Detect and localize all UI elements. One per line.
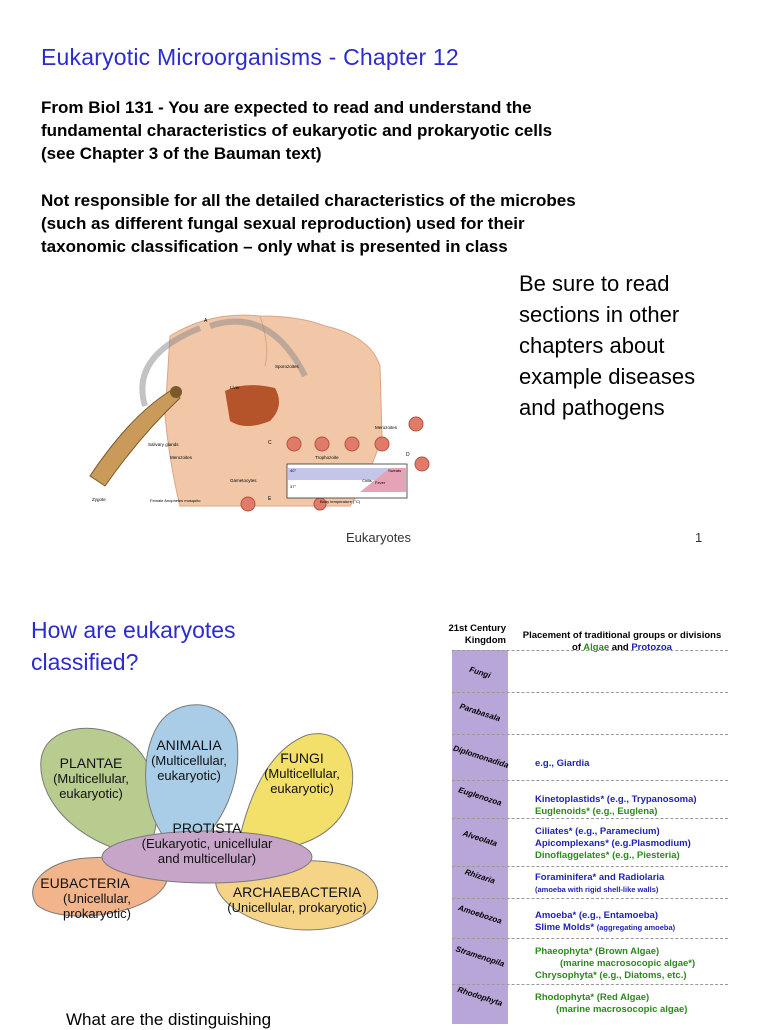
row-divider: [452, 866, 728, 867]
fungi-petal: [236, 733, 354, 852]
entry-phaeophyta: Phaeophyta* (Brown Algae): [535, 946, 660, 957]
zygote-label: Zygote: [92, 497, 106, 502]
animalia-desc2: eukaryotic): [157, 768, 221, 783]
stage-a-label: A: [204, 318, 208, 324]
slide-title: Eukaryotic Microorganisms - Chapter 12: [41, 44, 459, 70]
eubacteria-name: EUBACTERIA: [40, 875, 130, 891]
archaebacteria-desc1: (Unicellular, prokaryotic): [227, 900, 366, 915]
entry-amoeba: Amoeba* (e.g., Entamoeba): [535, 910, 658, 921]
protista-petal: [101, 830, 313, 884]
entry-rhodophyta: Rhodophyta* (Red Algae): [535, 992, 650, 1003]
kingdom-header: 21st Century Kingdom: [448, 623, 506, 646]
archaebacteria-name: ARCHAEBACTERIA: [233, 884, 362, 900]
row-divider: [452, 938, 728, 939]
kingdoms-petal-diagram: PLANTAE (Multicellular, eukaryotic) ANIM…: [32, 704, 379, 931]
trophozoite-label: Trophozoite: [315, 455, 339, 460]
entry-euglenoids: Euglenoids* (e.g., Euglena): [535, 806, 658, 817]
entry-rhodophyta-note: (marine macrosocopic algae): [556, 1004, 688, 1015]
slime-molds-text: Slime Molds*: [535, 922, 595, 933]
row-divider: [452, 818, 728, 819]
entry-rhizaria-note: (amoeba with rigid shell-like walls): [535, 884, 658, 896]
kingdom-column: [452, 650, 508, 1024]
row-divider: [452, 650, 728, 651]
fungi-desc1: (Multicellular,: [264, 766, 340, 781]
entry-giardia: e.g., Giardia: [535, 758, 590, 769]
row-divider: [452, 692, 728, 693]
entry-slime-molds: Slime Molds* (aggregating amoeba): [535, 922, 675, 934]
entry-kinetoplastids: Kinetoplastids* (e.g., Trypanosoma): [535, 794, 697, 805]
temp-40-label: 40°: [290, 468, 296, 473]
liver-label: Liver: [230, 385, 240, 390]
row-divider: [452, 984, 728, 985]
responsibility-paragraph: Not responsible for all the detailed cha…: [41, 191, 576, 256]
gametocytes-label: Gametocytes: [230, 478, 257, 483]
and-word: and: [609, 642, 632, 653]
temp-37-label: 37°: [290, 484, 296, 489]
algae-word: Algae: [583, 642, 610, 653]
placement-header: Placement of traditional groups or divis…: [517, 630, 727, 654]
plantae-desc1: (Multicellular,: [53, 771, 129, 786]
protista-name: PROTISTA: [173, 820, 243, 836]
row-divider: [452, 780, 728, 781]
merozoites-left-label: Merozoites: [170, 455, 193, 460]
slide-footer: Eukaryotes: [346, 530, 412, 545]
fever-label: Fever: [375, 480, 386, 485]
sweats-label: Sweats: [388, 468, 401, 473]
plantae-desc2: eukaryotic): [59, 786, 123, 801]
slide2-title: How are eukaryotes classified?: [31, 617, 236, 675]
chills-label: Chills: [362, 478, 372, 483]
eubacteria-desc1: (Unicellular,: [63, 891, 131, 906]
merozoites-right-label: Merozoites: [375, 425, 398, 430]
reading-note: Be sure to read sections in other chapte…: [519, 271, 696, 420]
entry-foraminifera: Foraminifera* and Radiolaria: [535, 872, 665, 883]
eubacteria-desc2: prokaryotic): [63, 906, 131, 921]
row-divider: [452, 734, 728, 735]
row-divider: [452, 898, 728, 899]
animalia-petal: [145, 704, 239, 851]
stage-c-label: C: [268, 440, 272, 446]
entry-ciliates: Ciliates* (e.g., Paramecium): [535, 826, 660, 837]
slime-molds-note: (aggregating amoeba): [596, 923, 676, 932]
distinguishing-question: What are the distinguishing: [66, 1010, 272, 1029]
animalia-desc1: (Multicellular,: [151, 753, 227, 768]
female-mosquito-label: Female Anopheles mosquito: [150, 498, 201, 503]
protista-desc1: (Eukaryotic, unicellular: [142, 836, 273, 851]
page-number: 1: [695, 530, 703, 545]
sporozoites-label: Sporozoites: [275, 364, 300, 369]
protozoa-word: Protozoa: [631, 642, 672, 653]
animalia-name: ANIMALIA: [156, 737, 222, 753]
plantae-name: PLANTAE: [60, 755, 123, 771]
entry-dinoflagellates: Dinoflaggelates* (e.g., Piesteria): [535, 850, 680, 861]
protista-desc2: and multicellular): [158, 851, 256, 866]
fungi-desc2: eukaryotic): [270, 781, 334, 796]
stage-e-label: E: [268, 496, 272, 502]
body-temp-label: Body temperature (°C): [320, 499, 361, 504]
malaria-lifecycle-figure: 40° 37° Chills Fever Sweats Body tempera…: [89, 314, 430, 512]
rhizaria-note-text: (amoeba with rigid shell-like walls): [535, 885, 659, 894]
salivary-label: Salivary glands: [148, 442, 179, 447]
entry-chrysophyta: Chrysophyta* (e.g., Diatoms, etc.): [535, 970, 687, 981]
fungi-name: FUNGI: [280, 750, 324, 766]
entry-apicomplexans: Apicomplexans* (e.g.Plasmodium): [535, 838, 691, 849]
placement-header-text: Placement of traditional groups or divis…: [522, 630, 722, 653]
intro-paragraph: From Biol 131 - You are expected to read…: [41, 98, 553, 163]
entry-phaeophyta-note: (marine macrosocopic algae*): [560, 958, 696, 969]
stage-d-label: D: [406, 452, 410, 458]
